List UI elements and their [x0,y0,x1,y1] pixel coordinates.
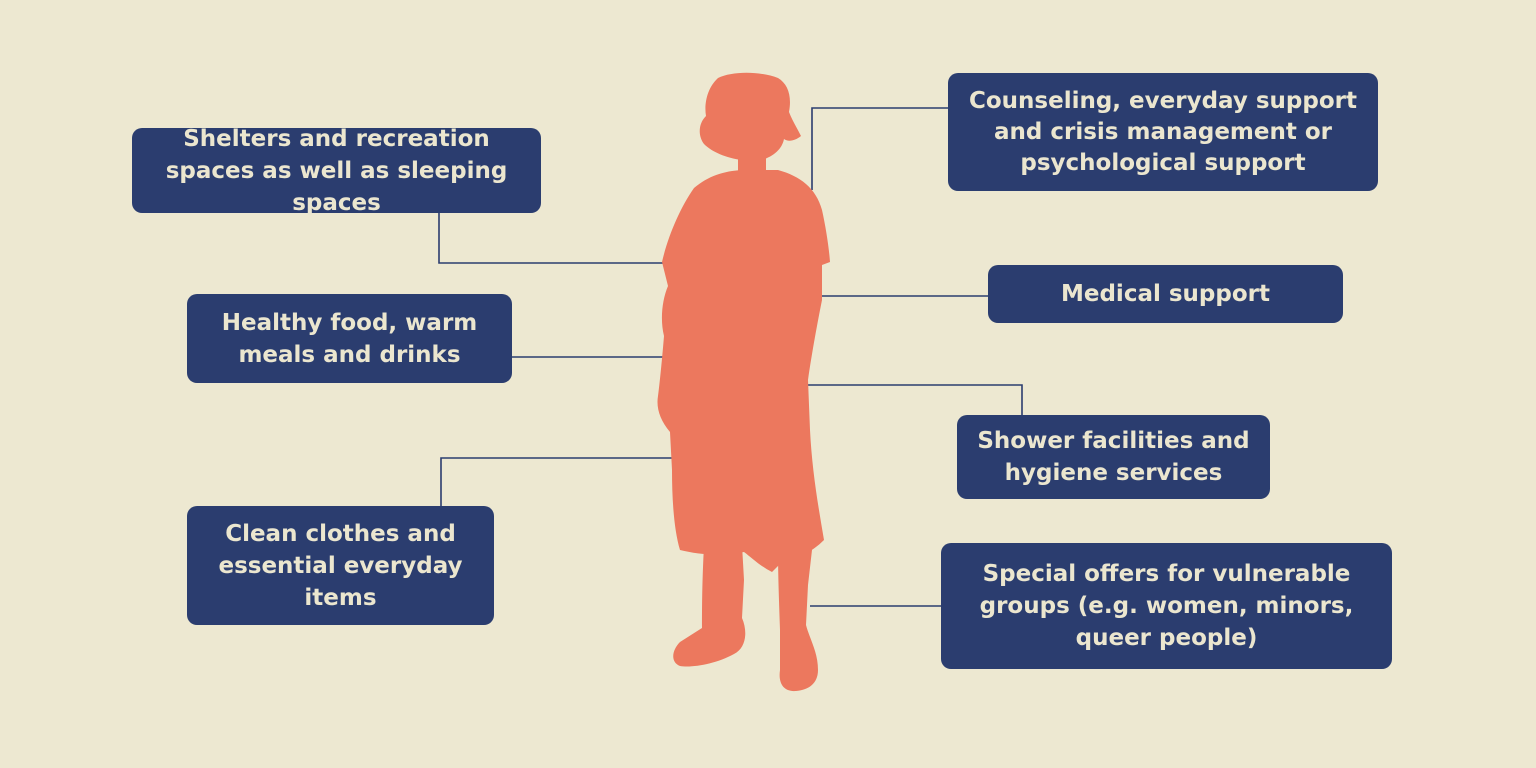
service-label-shower: Shower facilities and hygiene services [977,428,1250,486]
service-label-clothes: Clean clothes and essential everyday ite… [218,520,463,611]
service-box-special: Special offers for vulnerable groups (e.… [941,543,1392,669]
service-box-shelters: Shelters and recreation spaces as well a… [132,126,541,216]
connector-shower [802,384,1023,415]
connector-clothes [440,457,672,506]
service-box-shower: Shower facilities and hygiene services [957,415,1270,499]
service-box-medical: Medical support [988,265,1343,323]
connector-shelters [438,213,668,264]
connector-counseling [811,107,948,190]
service-box-counseling: Counseling, everyday support and crisis … [948,73,1378,191]
service-label-special: Special offers for vulnerable groups (e.… [979,561,1354,651]
service-label-counseling: Counseling, everyday support and crisis … [968,87,1357,176]
service-label-medical: Medical support [1060,281,1270,307]
service-box-clothes: Clean clothes and essential everyday ite… [187,506,494,625]
service-label-shelters: Shelters and recreation spaces as well a… [165,125,508,216]
service-box-food: Healthy food, warm meals and drinks [187,294,512,383]
service-label-food: Healthy food, warm meals and drinks [221,309,478,368]
